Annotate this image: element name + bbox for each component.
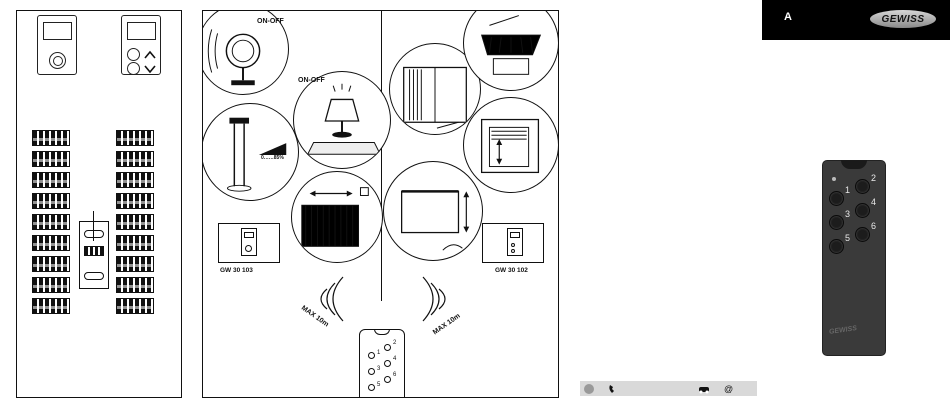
dip-switch-icon [32,193,70,209]
gate-icon [292,172,382,262]
dip-switch-icon [32,130,70,146]
remote-button-label: 6 [871,221,876,231]
remote-control-sketch: 1 2 3 4 5 6 [359,329,405,398]
device-display [127,22,156,40]
remote-button-1[interactable] [829,191,844,206]
fan-on-off-label: ON-OFF [257,18,284,25]
dip-switch-icon [32,172,70,188]
contact-bar: @ [580,381,757,396]
at-icon: @ [724,384,733,394]
remote-button-2[interactable] [855,179,870,194]
dip-switch-icon [84,246,104,256]
thermostat-knob-device [37,15,77,75]
remote-button-3[interactable] [829,215,844,230]
mini-remote-label: 6 [393,372,396,378]
awning-icon [464,10,558,90]
dip-switch-icon [32,256,70,272]
dip-switch-icon [116,256,154,272]
dip-switch-icon [32,298,70,314]
dip-switch-icon [116,277,154,293]
dip-switch-icon [116,151,154,167]
receiver-callout-right [482,223,544,263]
section-letter: A [784,11,792,23]
remote-notch [841,160,867,169]
switch-icon [84,230,104,238]
receiver-device-icon [507,228,523,256]
dip-switch-icon [116,130,154,146]
screen-illustration [383,161,483,261]
thermostat-buttons-device [121,15,161,75]
dip-switch-icon [32,277,70,293]
dip-switch-icon [116,214,154,230]
remote-button-label: 2 [871,173,876,183]
projection-screen-icon [384,162,482,260]
floor-lamp-illustration [202,103,299,201]
remote-button-label: 3 [845,209,850,219]
lamp-illustration [293,71,391,169]
floor-lamp-icon [202,104,298,200]
remote-button-5[interactable] [829,239,844,254]
brand-strip: A GEWISS [762,0,950,40]
remote-logo: GEWISS [829,325,858,336]
blank-page [578,0,758,407]
dip-switch-icon [32,235,70,251]
mini-remote-label: 4 [393,356,396,362]
lamp-icon [294,72,390,168]
dip-switch-column-right [116,130,154,314]
remote-control: 1 2 3 4 5 6 GEWISS [822,160,886,356]
knob-icon [49,52,66,69]
car-icon [698,384,710,394]
led-icon [832,177,836,181]
remote-button-6[interactable] [855,227,870,242]
remote-button-4[interactable] [855,203,870,218]
dip-switch-icon [116,235,154,251]
mini-remote-label: 2 [393,340,396,346]
dip-switch-icon [32,214,70,230]
remote-button-label: 5 [845,233,850,243]
lamp-on-off-label: ON-OFF [298,77,325,84]
remote-button-label: 4 [871,197,876,207]
switch-icon [84,272,104,280]
roller-shutter-icon [464,98,558,192]
mini-remote-label: 1 [377,350,380,356]
center-divider [381,11,382,301]
dip-switch-icon [32,151,70,167]
signal-waves-left-icon [299,269,359,329]
button-icon [127,62,140,75]
dimmer-range-label: 0……85% [261,155,284,161]
settings-panel [16,10,182,398]
mini-remote-label: 3 [377,366,380,372]
dip-switch-icon [116,298,154,314]
phone-icon [608,384,620,394]
info-icon [584,384,594,394]
gate-illustration [291,171,383,263]
remote-button-label: 1 [845,185,850,195]
button-icon [127,48,140,61]
mini-remote-label: 5 [377,382,380,388]
applications-panel: ON-OFF ON-OFF 0……85% [202,10,559,398]
receiver-callout-left [218,223,280,263]
chevron-up-down-icon [144,48,156,76]
dip-switch-icon [116,193,154,209]
roller-window-illustration [463,97,559,193]
brand-logo: GEWISS [870,10,936,28]
dip-switch-column-left [32,130,70,314]
receiver-device-icon [241,228,257,256]
dip-switch-icon [116,172,154,188]
callout-code-right: GW 30 102 [495,267,528,274]
callout-code-left: GW 30 103 [220,267,253,274]
pointer-line [93,211,94,241]
receiver-module [79,221,109,289]
device-display [43,22,72,40]
